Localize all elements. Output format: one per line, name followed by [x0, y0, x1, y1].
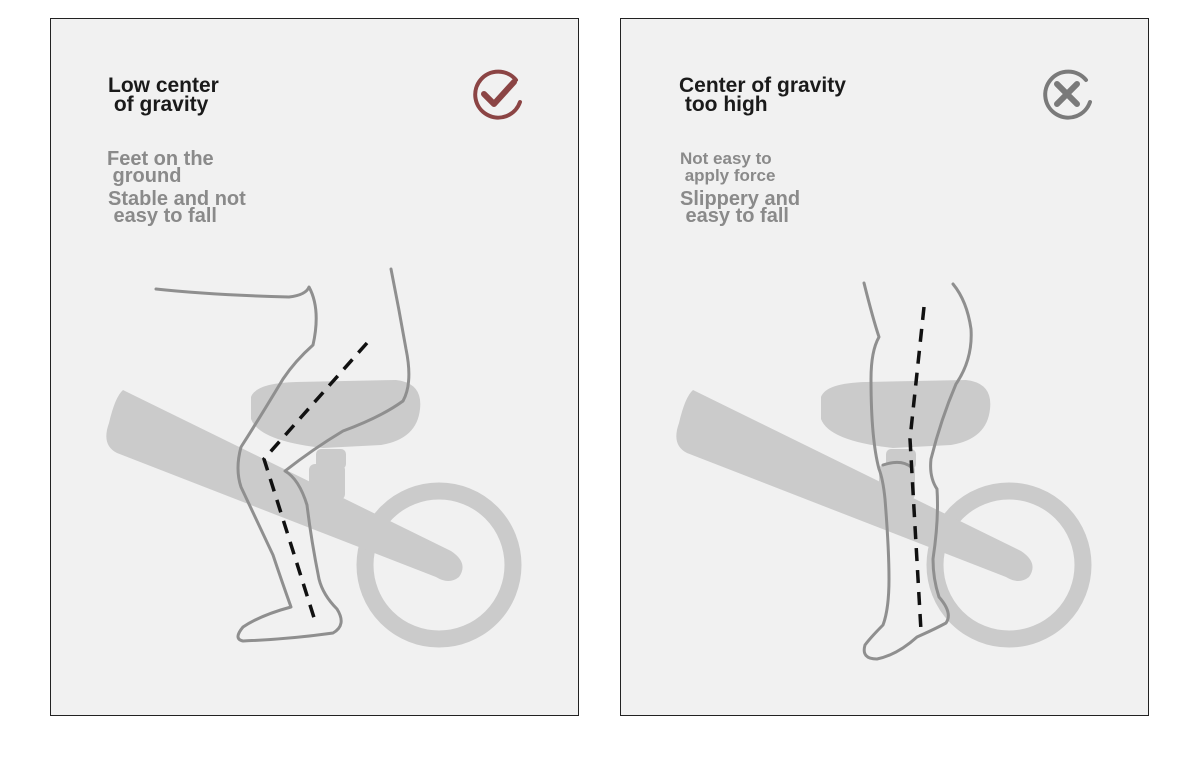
- balance-bike-silhouette: [676, 380, 1092, 648]
- panel-title: Low center of gravity: [108, 74, 219, 116]
- leg-outline: [862, 281, 973, 661]
- feature-text: Not easy to apply force: [680, 149, 776, 185]
- feature-text: Stable and not easy to fall: [108, 188, 246, 227]
- low-seat-rider-illustration: [106, 267, 522, 648]
- balance-bike-silhouette: [106, 380, 522, 648]
- gravity-line: [908, 306, 926, 632]
- correct-posture-panel: Low center of gravity Feet on the ground…: [50, 18, 579, 716]
- feature-text: Feet on the ground: [107, 148, 214, 187]
- leg-outline: [154, 267, 411, 643]
- panel-title: Center of gravity too high: [679, 74, 846, 116]
- incorrect-posture-panel: Center of gravity too high Not easy to a…: [620, 18, 1149, 716]
- gravity-line: [262, 341, 369, 625]
- high-seat-rider-illustration: [676, 281, 1092, 661]
- check-icon: [473, 69, 522, 120]
- feature-text: Slippery and easy to fall: [680, 188, 801, 227]
- cross-icon: [1043, 69, 1092, 120]
